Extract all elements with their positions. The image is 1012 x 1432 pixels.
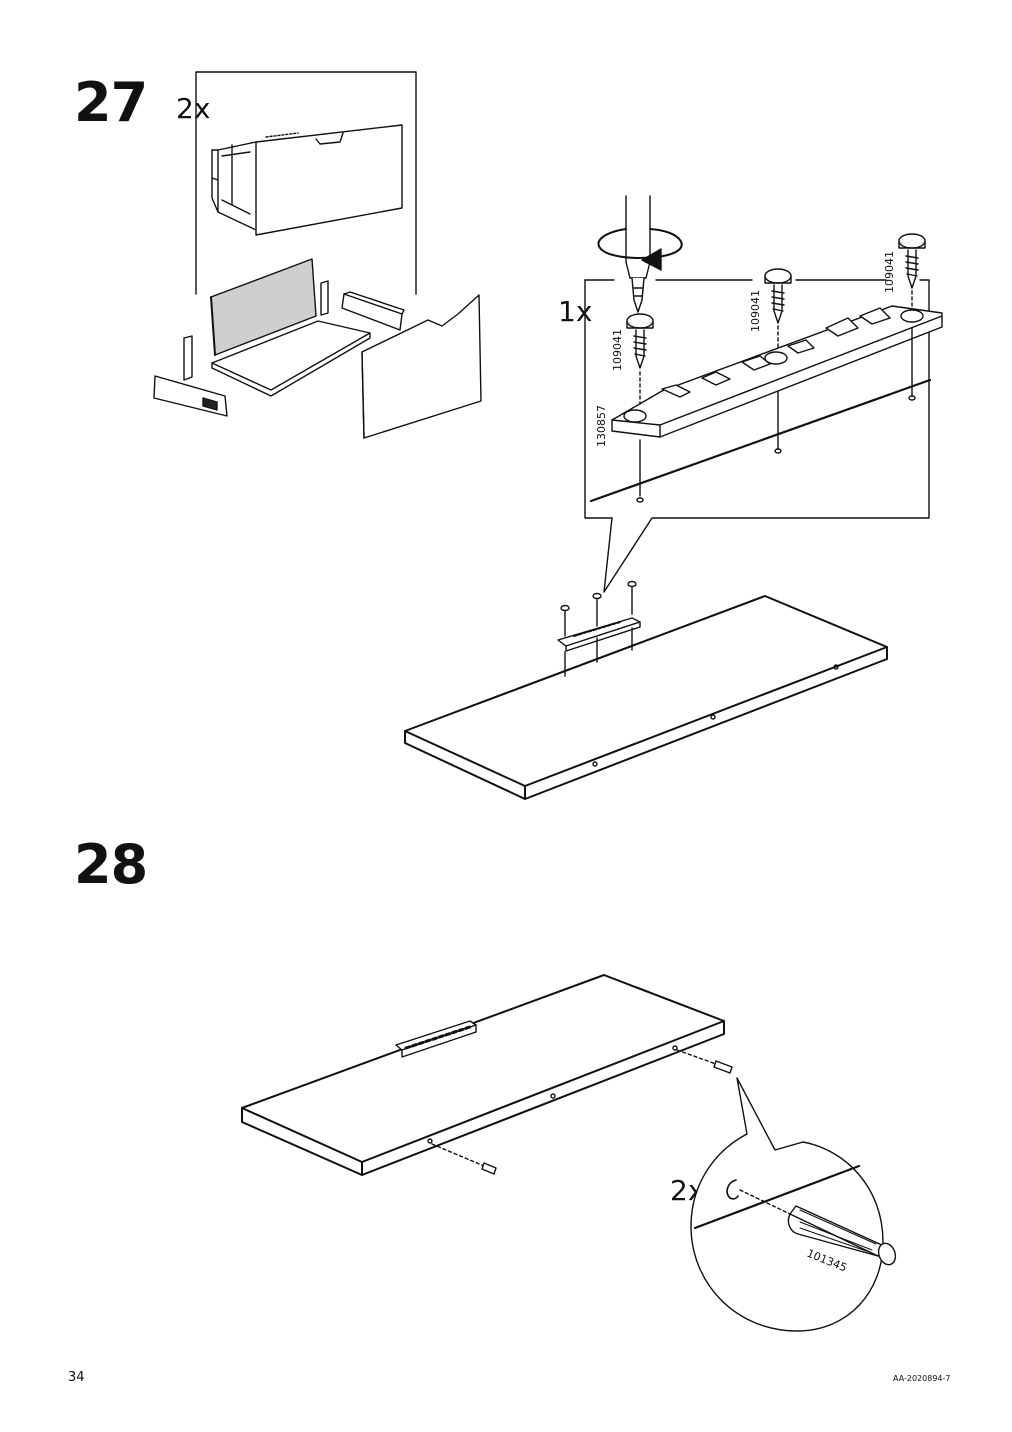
screwdriver-icon: [625, 195, 651, 313]
part-label-screw-2: 109041: [749, 290, 762, 332]
part-label-bracket: 130857: [595, 405, 608, 447]
screw-icon: [626, 233, 926, 503]
board-step-28: [241, 974, 725, 1176]
step-27-inset-quantity: 2x: [176, 92, 211, 125]
drawer-icon: [211, 124, 403, 236]
part-label-screw-1: 109041: [611, 329, 624, 371]
page-number: 34: [68, 1370, 85, 1385]
panel-icon: [210, 258, 317, 356]
dowel-detail-callout: [690, 1077, 897, 1332]
document-code: AA-2020894-7: [893, 1374, 951, 1383]
board-step-27: [404, 580, 888, 800]
drawer-inset: [195, 71, 417, 295]
part-label-screw-3: 109041: [883, 251, 896, 293]
step-27-detail-quantity: 1x: [558, 295, 593, 328]
step-27-number: 27: [74, 71, 148, 134]
step-28-number: 28: [74, 833, 148, 896]
mounting-bracket-icon: [611, 305, 943, 438]
drawer-parts: [153, 258, 482, 439]
wooden-dowel-icon: [431, 1049, 733, 1175]
rotate-arrow-icon: [597, 228, 683, 271]
